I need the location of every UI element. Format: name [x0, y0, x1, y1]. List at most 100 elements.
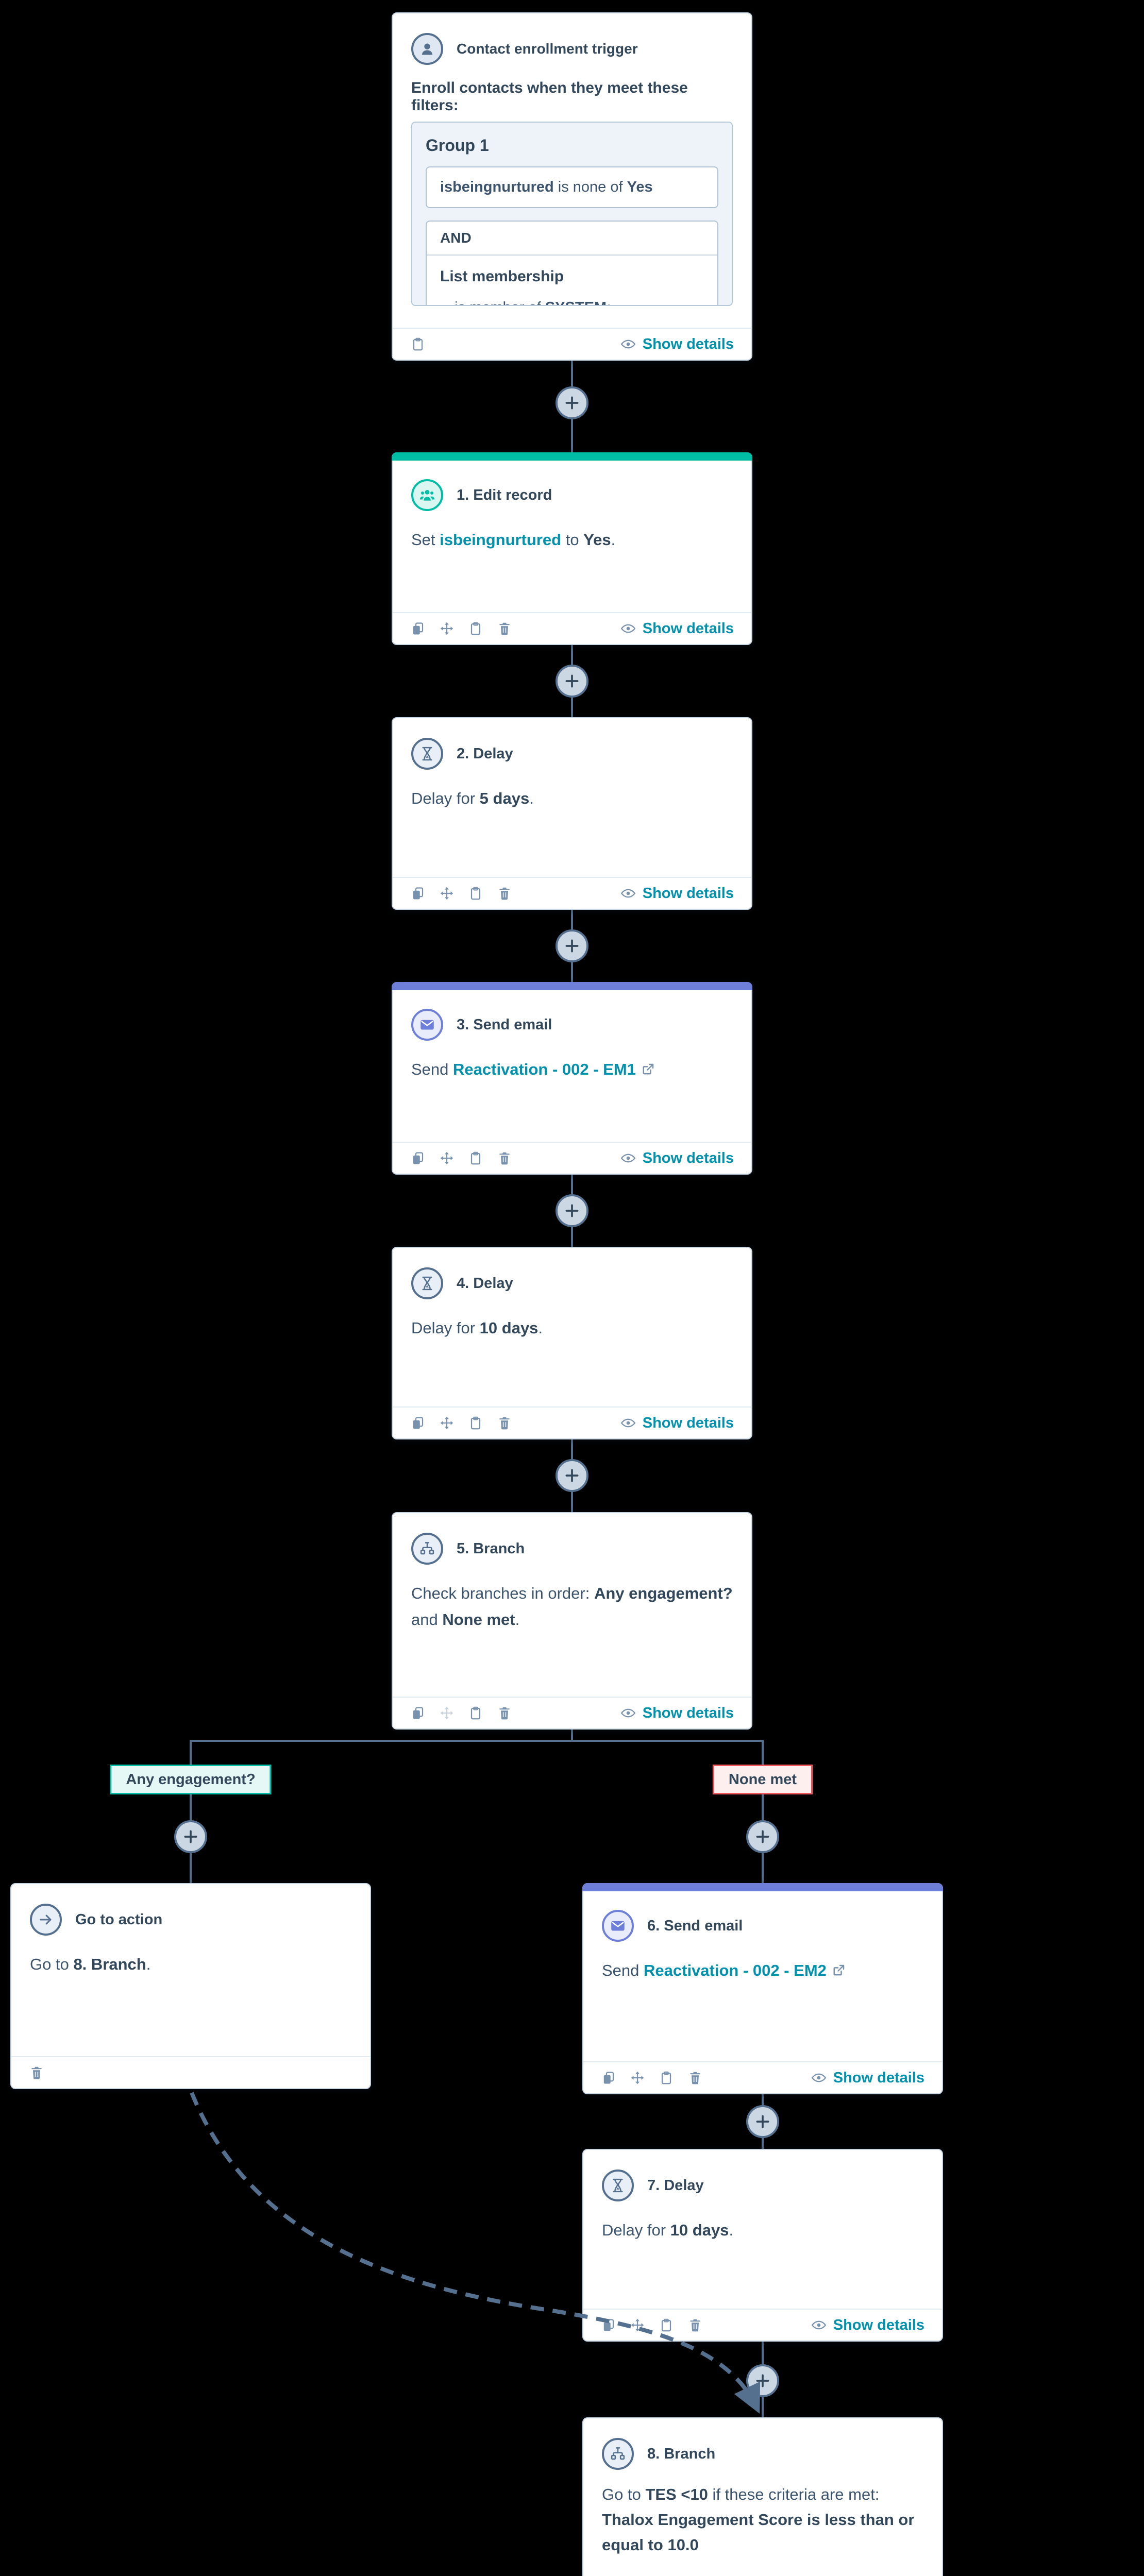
clipboard-icon[interactable]: [468, 1705, 483, 1721]
branch-label-any-engagement[interactable]: Any engagement?: [110, 1765, 272, 1794]
branch-line: [190, 1740, 764, 1742]
add-action-button[interactable]: [556, 386, 588, 419]
action-card-delay-7[interactable]: 7. Delay Delay for 10 days. Show details: [582, 2149, 943, 2342]
add-action-button[interactable]: [746, 2364, 779, 2397]
filter-rule[interactable]: isbeingnurtured is none of Yes: [426, 166, 718, 208]
add-action-button[interactable]: [746, 2105, 779, 2138]
external-link-icon: [833, 1964, 844, 1976]
and-label: AND: [427, 222, 717, 256]
eye-icon: [620, 1418, 635, 1428]
card-summary: Delay for 10 days.: [602, 2221, 734, 2239]
enrollment-trigger-card[interactable]: Contact enrollment trigger Enroll contac…: [392, 12, 752, 361]
action-card-edit-record-1[interactable]: 1. Edit record Set isbeingnurtured to Ye…: [392, 452, 752, 645]
clone-icon[interactable]: [601, 2070, 616, 2086]
goto-action-card-a[interactable]: Go to action Go to 8. Branch.: [10, 1883, 371, 2089]
show-details-link[interactable]: Show details: [620, 620, 734, 637]
clipboard-icon[interactable]: [659, 2317, 674, 2333]
card-accent-bar: [392, 452, 752, 461]
card-summary: Set isbeingnurtured to Yes.: [411, 531, 616, 549]
filter-criteria: is member of SYSTEM: Reactivation Campai…: [455, 296, 704, 305]
card-summary: Check branches in order: Any engagement?…: [411, 1584, 733, 1629]
clone-icon[interactable]: [601, 2317, 616, 2333]
action-card-send-email-6[interactable]: 6. Send email Send Reactivation - 002 - …: [582, 1883, 943, 2094]
clone-icon[interactable]: [410, 1415, 426, 1431]
delete-icon[interactable]: [497, 1705, 512, 1721]
clone-icon[interactable]: [410, 621, 426, 636]
goto-arrow-icon: [30, 1904, 62, 1936]
email-icon: [411, 1009, 443, 1041]
move-icon[interactable]: [439, 621, 455, 636]
card-summary: Delay for 5 days.: [411, 789, 534, 807]
delete-icon[interactable]: [687, 2070, 703, 2086]
move-icon[interactable]: [439, 1415, 455, 1431]
clone-icon[interactable]: [410, 1705, 426, 1721]
filter-and-block[interactable]: AND List membership • is member of SYSTEM…: [426, 221, 718, 305]
delete-icon[interactable]: [497, 1150, 512, 1166]
eye-icon: [620, 1154, 635, 1163]
connector: [571, 1730, 573, 1740]
action-card-delay-2[interactable]: 2. Delay Delay for 5 days. Show details: [392, 717, 752, 910]
action-card-send-email-3[interactable]: 3. Send email Send Reactivation - 002 - …: [392, 982, 752, 1175]
trigger-description: Enroll contacts when they meet these fil…: [411, 79, 688, 114]
email-icon: [602, 1910, 634, 1942]
delete-icon[interactable]: [29, 2065, 44, 2080]
move-icon[interactable]: [439, 886, 455, 901]
eye-icon: [811, 2073, 826, 2082]
filter-group-title: Group 1: [426, 136, 489, 155]
filter-type: List membership: [440, 268, 564, 285]
add-action-button[interactable]: [174, 1820, 207, 1853]
filter-operator: is none of: [553, 179, 627, 195]
move-icon[interactable]: [439, 1150, 455, 1166]
card-title: Go to action: [75, 1911, 163, 1928]
show-details-link[interactable]: Show details: [811, 2317, 924, 2334]
action-card-branch-8[interactable]: 8. Branch Go to TES <10 if these criteri…: [582, 2417, 943, 2576]
action-card-delay-4[interactable]: 4. Delay Delay for 10 days. Show details: [392, 1247, 752, 1439]
add-action-button[interactable]: [556, 665, 588, 698]
bullet-dot: •: [440, 296, 445, 305]
card-title: 6. Send email: [647, 1917, 743, 1934]
clipboard-icon[interactable]: [659, 2070, 674, 2086]
delay-icon: [411, 738, 443, 770]
edit-record-icon: [411, 479, 443, 511]
show-details-link[interactable]: Show details: [620, 885, 734, 902]
branch-label-none-met[interactable]: None met: [712, 1765, 813, 1794]
move-icon[interactable]: [630, 2317, 645, 2333]
delete-icon[interactable]: [497, 1415, 512, 1431]
delete-icon[interactable]: [497, 886, 512, 901]
show-details-link[interactable]: Show details: [620, 1150, 734, 1167]
property-link[interactable]: isbeingnurtured: [440, 531, 562, 549]
clone-icon[interactable]: [410, 886, 426, 901]
move-icon[interactable]: [439, 1705, 455, 1721]
filter-property: isbeingnurtured: [440, 179, 554, 195]
clipboard-icon[interactable]: [410, 336, 426, 352]
move-icon[interactable]: [630, 2070, 645, 2086]
card-title: 7. Delay: [647, 2177, 704, 2194]
email-link[interactable]: Reactivation - 002 - EM2: [644, 1961, 847, 1979]
clone-icon[interactable]: [410, 1150, 426, 1166]
show-details-link[interactable]: Show details: [620, 336, 734, 353]
add-action-button[interactable]: [556, 929, 588, 962]
add-action-button[interactable]: [746, 1820, 779, 1853]
trigger-title: Contact enrollment trigger: [457, 41, 638, 57]
branch-icon: [602, 2438, 634, 2470]
card-title: 3. Send email: [457, 1016, 552, 1033]
card-summary: Go to 8. Branch.: [30, 1955, 151, 1973]
add-action-button[interactable]: [556, 1459, 588, 1492]
clipboard-icon[interactable]: [468, 1415, 483, 1431]
action-card-branch-5[interactable]: 5. Branch Check branches in order: Any e…: [392, 1512, 752, 1730]
clipboard-icon[interactable]: [468, 886, 483, 901]
delay-icon: [602, 2170, 634, 2201]
card-summary: Go to TES <10 if these criteria are met:…: [602, 2485, 915, 2554]
email-link[interactable]: Reactivation - 002 - EM1: [453, 1060, 656, 1078]
card-summary: Delay for 10 days.: [411, 1319, 543, 1337]
delete-icon[interactable]: [497, 621, 512, 636]
show-details-link[interactable]: Show details: [811, 2070, 924, 2087]
add-action-button[interactable]: [556, 1194, 588, 1227]
clipboard-icon[interactable]: [468, 1150, 483, 1166]
card-title: 4. Delay: [457, 1275, 513, 1292]
clipboard-icon[interactable]: [468, 621, 483, 636]
show-details-link[interactable]: Show details: [620, 1705, 734, 1722]
delete-icon[interactable]: [687, 2317, 703, 2333]
show-details-link[interactable]: Show details: [620, 1415, 734, 1432]
